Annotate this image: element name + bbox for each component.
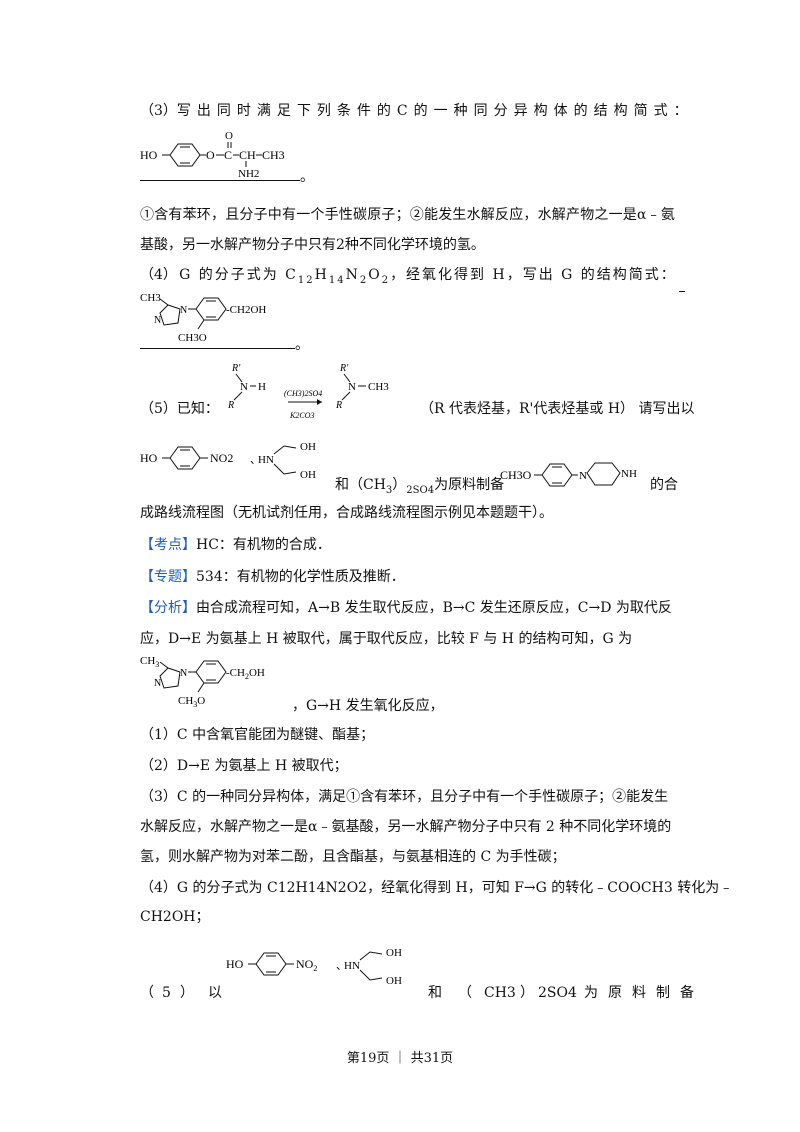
- svg-text:NH: NH: [621, 468, 637, 480]
- q3-number: （3）: [140, 103, 177, 119]
- svg-text:CH3O: CH3O: [178, 695, 205, 708]
- svg-text:H: H: [258, 381, 266, 393]
- fenxi-p2: （2）D→E 为氨基上 H 被取代；: [140, 758, 348, 774]
- q5-he: 的合: [650, 477, 678, 493]
- q3-blank: [140, 180, 300, 181]
- q5-and-raw-material: 和（CH3）2SO4为原料制备: [335, 477, 505, 496]
- svg-text:N: N: [180, 305, 187, 316]
- conditions-line-2: 基酸，另一水解产物分子中只有2种不同化学环境的氢。: [140, 237, 485, 253]
- svg-text:HO: HO: [140, 451, 158, 465]
- svg-text:NH2: NH2: [238, 168, 259, 180]
- fenxi-p4a: （4）G 的分子式为 C12H14N2O2，经氧化得到 H，可知 F→G 的转化…: [140, 880, 734, 896]
- q5-known-label: （5）已知：: [140, 401, 219, 417]
- svg-text:N: N: [348, 381, 356, 393]
- q3-line: （3） 写出同时满足下列条件的C的一种同分异构体的结构简式：: [140, 100, 688, 122]
- svg-text:CH3: CH3: [140, 292, 161, 304]
- q4-text: G 的分子式为 C12H14N2O2，经氧化得到 H，写出 G 的结构简式：: [179, 267, 677, 286]
- svg-text:-CH2OH: -CH2OH: [226, 304, 266, 316]
- fenxi-p3a: （3）C 的一种同分异构体，满足①含有苯环，且分子中有一个手性碳原子；②能发生: [140, 789, 669, 805]
- fenxi-p4b: CH2OH；: [140, 909, 210, 925]
- fenxi-p3c: 氢，则水解产物为对苯二酚，且含酯基，与氨基相连的 C 为手性碳；: [140, 849, 566, 865]
- svg-text:R': R': [231, 363, 241, 374]
- page-footer: 第19页 ｜ 共31页: [346, 1051, 454, 1066]
- svg-text:NO2: NO2: [296, 957, 317, 973]
- svg-text:N: N: [579, 470, 587, 482]
- fenxi-line-3: ，G→H 发生氧化反应，: [292, 698, 444, 714]
- svg-text:K2CO3: K2CO3: [289, 411, 314, 420]
- q5-reactant-diethanolamine: 、 HN OH OH: [250, 430, 330, 494]
- conditions-line-1: ①含有苯环，且分子中有一个手性碳原子；②能发生水解反应，水解产物之一是α﹣氨: [140, 207, 676, 223]
- svg-text:N: N: [154, 678, 161, 689]
- svg-text:NO2: NO2: [210, 451, 233, 465]
- fenxi-p1: （1）C 中含氧官能团为醚键、酯基；: [140, 727, 375, 743]
- fenxi-structure-g: CH3 N N -CH2OH CH3O: [140, 650, 290, 712]
- svg-text:N: N: [240, 381, 248, 393]
- q5-reactant-nitrophenol: HO NO2: [140, 438, 260, 482]
- svg-text:CH3O: CH3O: [500, 468, 532, 482]
- svg-text:-CH2OH: -CH2OH: [226, 667, 265, 681]
- q3-text: 写出同时满足下列条件的C的一种同分异构体的结构简式：: [176, 103, 694, 119]
- q3-answer-line: 。: [140, 166, 685, 188]
- svg-text:N: N: [180, 668, 187, 679]
- q5-note: （R 代表烃基，R'代表烃基或 H） 请写出以: [420, 401, 695, 417]
- svg-text:C: C: [224, 148, 232, 162]
- fenxi-line-2: 应，D→E 为氨基上 H 被取代，属于取代反应，比较 F 与 H 的结构可知，G…: [140, 631, 633, 647]
- svg-text:O: O: [225, 130, 233, 142]
- svg-text:CH3O: CH3O: [178, 332, 207, 344]
- q5-known-reaction: R' N H R (CH3)2SO4 K2CO3 R' N CH3 R: [222, 362, 402, 432]
- q5-target-product: CH3O N NH: [500, 455, 650, 499]
- svg-text:R: R: [335, 400, 342, 411]
- q4-structure-g: CH3 N N -CH2OH CH3O: [140, 287, 290, 349]
- svg-text:HO: HO: [140, 148, 158, 162]
- fenxi-reactant-diethanolamine: 、 HN OH OH: [336, 936, 416, 1000]
- svg-text:(CH3)2SO4: (CH3)2SO4: [284, 389, 322, 398]
- svg-text:HN: HN: [258, 454, 274, 466]
- fenxi-reactant-nitrophenol: HO NO2: [226, 944, 346, 988]
- svg-text:CH3: CH3: [368, 381, 389, 393]
- svg-text:O: O: [206, 148, 215, 162]
- q3-structure: HO O C O CH CH3 NH2: [140, 128, 330, 184]
- svg-text:HN: HN: [344, 960, 360, 972]
- svg-text:OH: OH: [386, 947, 402, 959]
- svg-text:HO: HO: [226, 957, 244, 971]
- svg-text:N: N: [154, 315, 161, 326]
- q4-blank: [140, 348, 295, 349]
- fenxi-p3b: 水解反应，水解产物之一是α﹣氨基酸，另一水解产物分子中只有 2 种不同化学环境的: [140, 819, 672, 835]
- q4-line: （4） G 的分子式为 C12H14N2O2，经氧化得到 H，写出 G 的结构简…: [140, 264, 685, 292]
- svg-text:R': R': [339, 363, 349, 374]
- svg-text:R: R: [227, 400, 234, 411]
- svg-text:、: 、: [336, 960, 347, 972]
- q4-answer-line: 。: [140, 334, 685, 356]
- q5-line-end: 成路线流程图（无机试剂任用，合成路线流程图示例见本题题干）。: [140, 505, 553, 521]
- svg-text:CH: CH: [239, 148, 256, 162]
- svg-text:OH: OH: [386, 975, 402, 987]
- zhuanti: 【专题】534：有机物的化学性质及推断．: [140, 569, 405, 585]
- svg-text:CH3: CH3: [262, 148, 285, 162]
- svg-text:、: 、: [250, 454, 261, 466]
- kaodian: 【考点】HC：有机物的合成．: [140, 537, 331, 553]
- svg-text:CH3: CH3: [140, 655, 159, 669]
- svg-text:OH: OH: [300, 441, 316, 453]
- svg-text:OH: OH: [300, 469, 316, 481]
- fenxi-line-1: 【分析】由合成流程可知，A→B 发生取代反应，B→C 发生还原反应，C→D 为取…: [140, 600, 672, 616]
